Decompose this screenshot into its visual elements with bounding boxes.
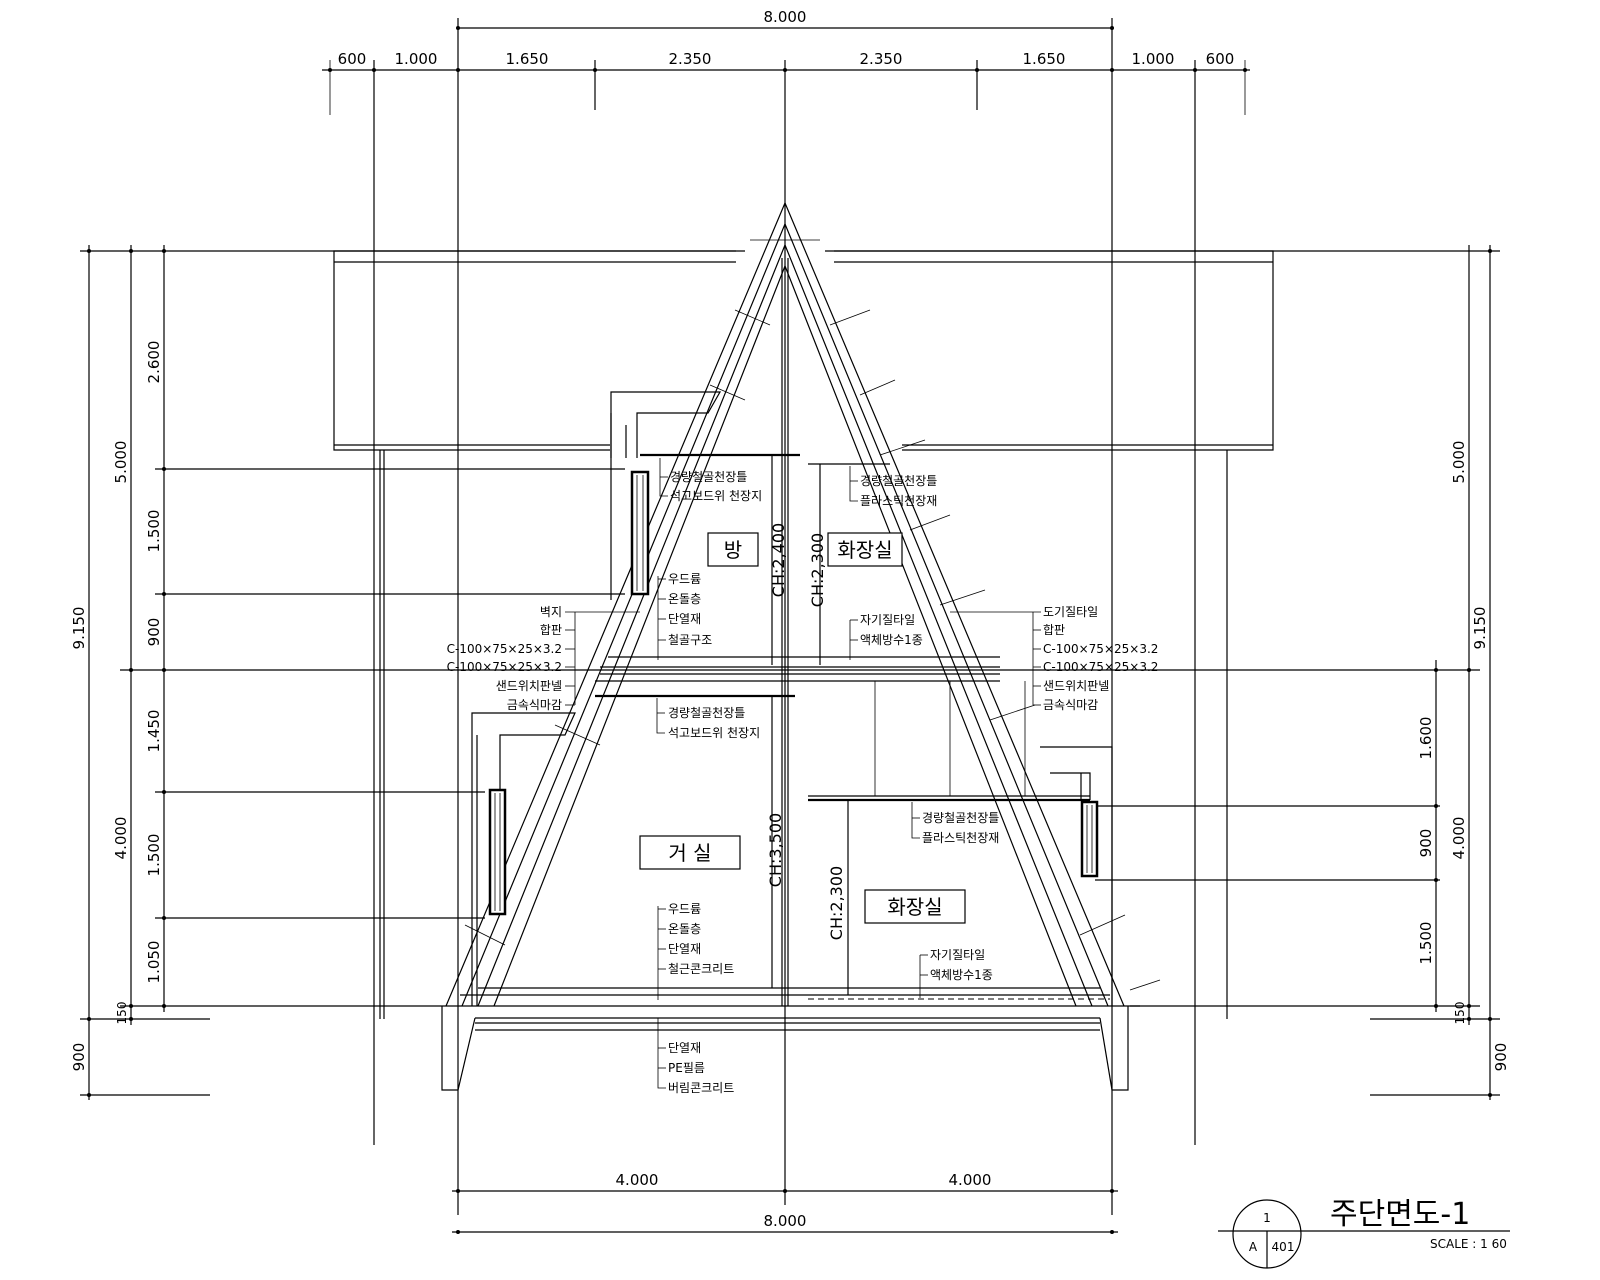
note: 단열재 bbox=[668, 612, 701, 626]
left-dimensions: 9.150 5.000 4.000 900 2.600 1.500 900 1.… bbox=[70, 245, 166, 1100]
note: 액체방수1종 bbox=[930, 968, 993, 982]
sheet-prefix: A bbox=[1249, 1240, 1258, 1254]
dim-bottom-seg: 4.000 bbox=[616, 1171, 659, 1189]
dim-right-detail: 1.500 bbox=[1417, 922, 1435, 965]
dim-right-detail: 150 bbox=[1453, 1002, 1467, 1025]
right-dimensions: 9.150 5.000 4.000 900 1.600 900 1.500 15… bbox=[1417, 245, 1510, 1100]
dim-right-foundation: 900 bbox=[1492, 1043, 1510, 1072]
note: 우드륨 bbox=[668, 572, 701, 586]
dim-left-detail: 1.450 bbox=[145, 710, 163, 753]
ch-living: CH:3,500 bbox=[766, 813, 785, 887]
dim-left-foundation: 900 bbox=[70, 1043, 88, 1072]
note: 금속식마감 bbox=[1043, 698, 1098, 712]
dim-left-detail: 150 bbox=[115, 1002, 129, 1025]
note: 플라스틱천장재 bbox=[922, 830, 999, 845]
note: 도기질타일 bbox=[1043, 605, 1098, 619]
note: 금속식마감 bbox=[507, 698, 562, 712]
note: 석고보드위 천장지 bbox=[670, 488, 762, 503]
room-bedroom: 방 bbox=[724, 538, 742, 562]
dim-right-total: 9.150 bbox=[1471, 607, 1489, 650]
note: C-100×75×25×3.2 bbox=[447, 642, 562, 656]
dim-left-upper: 5.000 bbox=[112, 441, 130, 484]
ch-bathroom-upper: CH:2,300 bbox=[808, 533, 827, 607]
room-living: 거 실 bbox=[668, 841, 711, 865]
dim-right-detail: 1.600 bbox=[1417, 717, 1435, 760]
note: 경량철골천장틀 bbox=[922, 810, 999, 825]
note: 온돌층 bbox=[668, 922, 701, 936]
material-annotations: 경량철골천장틀 석고보드위 천장지 경량철골천장틀 플라스틱천장재 우드륨 온돌… bbox=[447, 458, 1158, 1095]
dim-right-upper: 5.000 bbox=[1450, 441, 1468, 484]
dim-top-seg: 1.000 bbox=[1132, 50, 1175, 68]
dim-top-seg: 1.650 bbox=[1023, 50, 1066, 68]
note: 경량철골천장틀 bbox=[860, 473, 937, 488]
dim-left-detail: 2.600 bbox=[145, 341, 163, 384]
dim-top-seg: 2.350 bbox=[860, 50, 903, 68]
note: 단열재 bbox=[668, 942, 701, 956]
note: 단열재 bbox=[668, 1041, 701, 1055]
dormers bbox=[471, 391, 1113, 1006]
ceiling-heights: CH:2,400 CH:2,300 CH:3,500 CH:2,300 bbox=[766, 523, 846, 940]
dim-top-seg: 2.350 bbox=[669, 50, 712, 68]
section-number: 1 bbox=[1263, 1211, 1271, 1225]
note: 자기질타일 bbox=[930, 948, 985, 962]
note: 온돌층 bbox=[668, 592, 701, 606]
note: 경량철골천장틀 bbox=[668, 705, 745, 720]
dim-bottom-overall: 8.000 bbox=[764, 1212, 807, 1230]
dim-top-seg: 1.000 bbox=[395, 50, 438, 68]
sheet-number: 401 bbox=[1272, 1240, 1295, 1254]
note: C-100×75×25×3.2 bbox=[1043, 642, 1158, 656]
note: C-100×75×25×3.2 bbox=[1043, 660, 1158, 674]
dim-left-detail: 1.050 bbox=[145, 941, 163, 984]
note: 합판 bbox=[1043, 623, 1065, 637]
room-bathroom-lower: 화장실 bbox=[887, 895, 942, 919]
dim-top-seg: 600 bbox=[338, 50, 367, 68]
dim-bottom-seg: 4.000 bbox=[949, 1171, 992, 1189]
note: 철근콘크리트 bbox=[668, 962, 734, 976]
room-labels: 방 화장실 거 실 화장실 bbox=[639, 532, 966, 924]
a-frame-structure bbox=[445, 202, 1161, 1007]
note: C-100×75×25×3.2 bbox=[447, 660, 562, 674]
note: 합판 bbox=[540, 623, 562, 637]
note: 우드륨 bbox=[668, 902, 701, 916]
title-block: 1 A 401 주단면도-1 SCALE : 1 60 bbox=[1218, 1197, 1510, 1269]
note: 벽지 bbox=[540, 605, 562, 619]
dim-top-seg: 600 bbox=[1206, 50, 1235, 68]
rear-wing-elevation bbox=[333, 250, 1274, 1019]
note: 경량철골천장틀 bbox=[670, 469, 747, 484]
note: 버림콘크리트 bbox=[668, 1081, 734, 1095]
note: 자기질타일 bbox=[860, 613, 915, 627]
note: 철골구조 bbox=[668, 633, 712, 647]
note: 샌드위치판넬 bbox=[496, 679, 562, 693]
dim-right-detail: 900 bbox=[1417, 829, 1435, 858]
drawing-title: 주단면도-1 bbox=[1330, 1197, 1470, 1232]
top-dimensions: 8.000 600 1.000 1.650 2.350 2.350 1.650 … bbox=[322, 8, 1250, 1215]
dim-left-detail: 1.500 bbox=[145, 510, 163, 553]
dim-left-detail: 900 bbox=[145, 618, 163, 647]
dim-left-detail: 1.500 bbox=[145, 834, 163, 877]
floors-ceilings bbox=[440, 453, 1140, 1091]
note: 샌드위치판넬 bbox=[1043, 679, 1109, 693]
level-lines bbox=[80, 250, 1500, 1096]
dim-right-lower: 4.000 bbox=[1450, 817, 1468, 860]
ch-bedroom: CH:2,400 bbox=[769, 523, 788, 597]
dim-top-overall: 8.000 bbox=[764, 8, 807, 26]
drawing-scale: SCALE : 1 60 bbox=[1430, 1237, 1507, 1251]
bottom-dimensions: 4.000 4.000 8.000 bbox=[452, 1171, 1118, 1234]
dim-left-lower: 4.000 bbox=[112, 817, 130, 860]
room-bathroom-upper: 화장실 bbox=[837, 538, 892, 562]
dim-top-seg: 1.650 bbox=[506, 50, 549, 68]
note: 석고보드위 천장지 bbox=[668, 725, 760, 740]
note: 플라스틱천장재 bbox=[860, 493, 937, 508]
note: PE필름 bbox=[668, 1061, 705, 1075]
dim-left-total: 9.150 bbox=[70, 607, 88, 650]
ch-bathroom-lower: CH:2,300 bbox=[827, 866, 846, 940]
note: 액체방수1종 bbox=[860, 633, 923, 647]
